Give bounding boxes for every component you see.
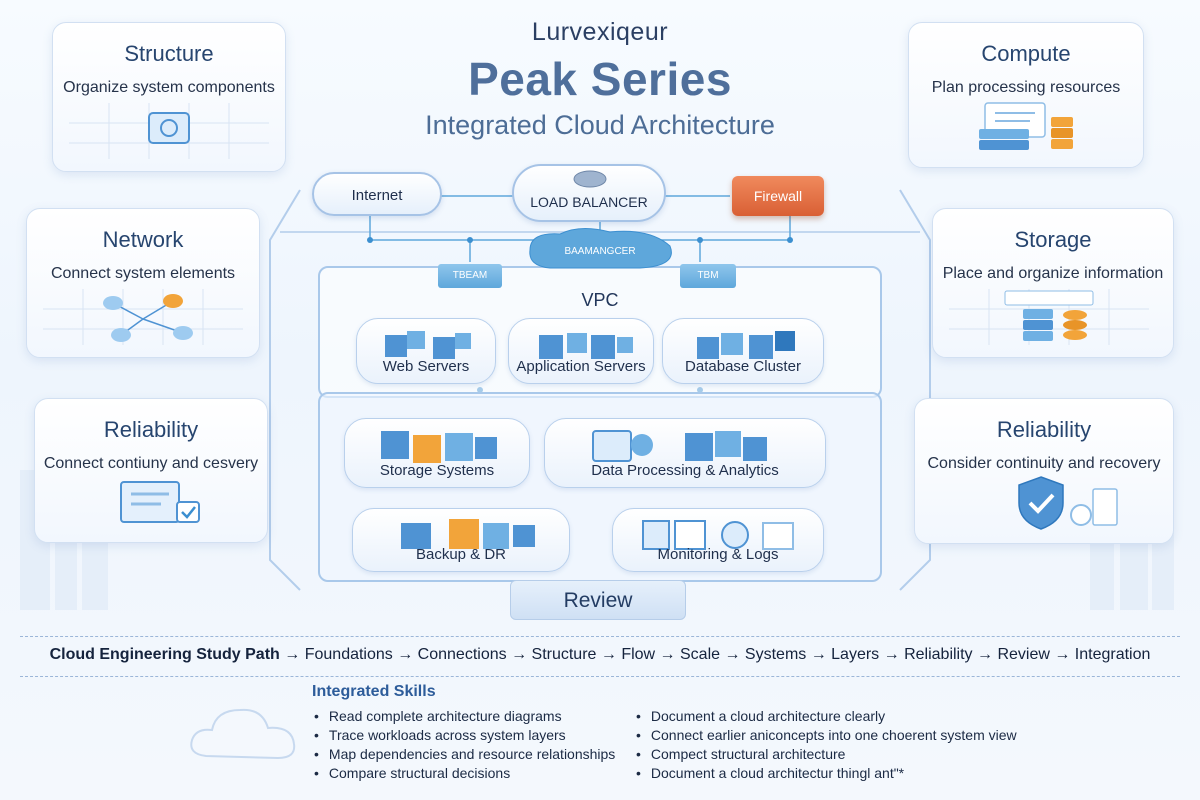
server-cubes-icon <box>539 333 633 359</box>
card-title: Storage <box>1014 227 1092 252</box>
card-reliability-right: Reliability Consider continuity and reco… <box>914 398 1174 544</box>
card-title: Structure <box>124 41 214 66</box>
path-arrow: → <box>506 646 532 663</box>
path-step: Connections <box>417 646 507 663</box>
path-arrow: → <box>972 646 998 663</box>
backup-label: Backup & DR <box>415 546 507 563</box>
storage-stack-icon <box>949 289 1149 345</box>
analytics-label: Data Processing & Analytics <box>591 462 779 479</box>
load-balancer-label: LOAD BALANCER <box>530 194 648 210</box>
path-arrow: → <box>655 646 680 663</box>
left-tag: TBEAM <box>438 264 502 288</box>
internet-node: Internet <box>312 172 442 216</box>
card-reliability-left: Reliability Connect contiuny and cesvery <box>34 398 268 543</box>
application-servers-node: Application Servers <box>508 318 654 384</box>
analytics-node: Data Processing & Analytics <box>544 418 826 488</box>
study-path-lead: Cloud Engineering Study Path <box>49 646 280 663</box>
skill-item: Compare structural decisions <box>314 765 615 784</box>
skills-list-left: Read complete architecture diagrams Trac… <box>314 708 615 784</box>
path-arrow: → <box>720 646 745 663</box>
card-description: Organize system components <box>63 79 275 96</box>
web-servers-node: Web Servers <box>356 318 496 384</box>
monitoring-node: Monitoring & Logs <box>612 508 824 572</box>
path-step: Review <box>997 646 1050 663</box>
skills-title: Integrated Skills <box>312 683 436 700</box>
storage-systems-node: Storage Systems <box>344 418 530 488</box>
skill-item: Document a cloud architectur thingl ant"… <box>636 765 1017 784</box>
load-balancer-icon <box>573 170 607 188</box>
card-structure: Structure Organize system components <box>52 22 286 172</box>
card-storage: Storage Place and organize information <box>932 208 1174 358</box>
path-step: Reliability <box>904 646 973 663</box>
storage-systems-label: Storage Systems <box>379 462 495 479</box>
study-path: Cloud Engineering Study Path → Foundatio… <box>0 646 1200 664</box>
series-title: Peak Series <box>468 53 732 105</box>
card-description: Connect contiuny and cesvery <box>43 455 259 472</box>
page-subtitle: Integrated Cloud Architecture <box>425 110 775 140</box>
path-step: Layers <box>831 646 880 663</box>
card-title: Compute <box>981 41 1071 66</box>
card-description: Connect system elements <box>50 265 236 282</box>
database-cubes-icon <box>697 331 795 359</box>
card-title: Reliability <box>103 417 199 442</box>
skill-item: Read complete architecture diagrams <box>314 708 615 727</box>
chip-icon <box>69 103 269 159</box>
database-cluster-node: Database Cluster <box>662 318 824 384</box>
backup-cubes-icon <box>401 519 535 549</box>
path-step: Systems <box>744 646 807 663</box>
gateway-label: BAAMANGCER <box>564 246 636 257</box>
path-arrow: → <box>806 646 832 663</box>
skill-item: Document a cloud architecture clearly <box>636 708 1017 727</box>
cloud-icon <box>190 708 296 760</box>
path-step: Integration <box>1074 646 1151 663</box>
card-network: Network Connect system elements <box>26 208 260 358</box>
card-title: Reliability <box>996 417 1092 442</box>
card-compute: Compute Plan processing resources <box>908 22 1144 168</box>
gateway-icon <box>529 228 672 269</box>
card-description: Plan processing resources <box>931 79 1121 96</box>
skill-item: Trace workloads across system layers <box>314 727 615 746</box>
path-step: Flow <box>621 646 656 663</box>
shield-check-icon <box>1018 476 1118 530</box>
path-step: Scale <box>680 646 721 663</box>
web-servers-label: Web Servers <box>382 358 470 375</box>
monitoring-icons <box>642 520 794 550</box>
review-tab: Review <box>510 580 686 620</box>
path-arrow: → <box>596 646 622 663</box>
skills-list-right: Document a cloud architecture clearly Co… <box>636 708 1017 784</box>
network-nodes-icon <box>43 289 243 345</box>
monitoring-label: Monitoring & Logs <box>657 546 779 563</box>
divider <box>20 676 1180 677</box>
path-arrow: → <box>392 646 418 663</box>
server-cubes-icon <box>385 331 471 359</box>
backup-node: Backup & DR <box>352 508 570 572</box>
brand-name: Lurvexiqeur <box>531 18 669 46</box>
card-description: Place and organize information <box>942 265 1164 282</box>
vpc-label: VPC <box>581 290 619 310</box>
monitor-check-icon <box>120 481 200 523</box>
path-arrow: → <box>879 646 905 663</box>
internet-label: Internet <box>351 187 403 204</box>
server-stack-icon <box>979 102 1073 150</box>
load-balancer-node: LOAD BALANCER <box>512 164 666 222</box>
right-tag: TBM <box>680 264 736 288</box>
skill-item: Compect structural architecture <box>636 746 1017 765</box>
firewall-node: Firewall <box>732 176 824 216</box>
study-path-steps: → Foundations → Connections → Structure … <box>284 646 1150 663</box>
database-cluster-label: Database Cluster <box>685 358 801 375</box>
path-arrow: → <box>1049 646 1075 663</box>
skill-item: Connect earlier aniconcepts into one cho… <box>636 727 1017 746</box>
divider <box>20 636 1180 637</box>
storage-cubes-icon <box>381 431 497 463</box>
application-servers-label: Application Servers <box>516 358 646 375</box>
skill-item: Map dependencies and resource relationsh… <box>314 746 615 765</box>
path-step: Foundations <box>304 646 393 663</box>
card-title: Network <box>102 227 184 252</box>
path-arrow: → <box>284 646 305 663</box>
path-step: Structure <box>531 646 597 663</box>
card-description: Consider continuity and recovery <box>927 455 1161 472</box>
analytics-cubes-icon <box>592 430 767 462</box>
